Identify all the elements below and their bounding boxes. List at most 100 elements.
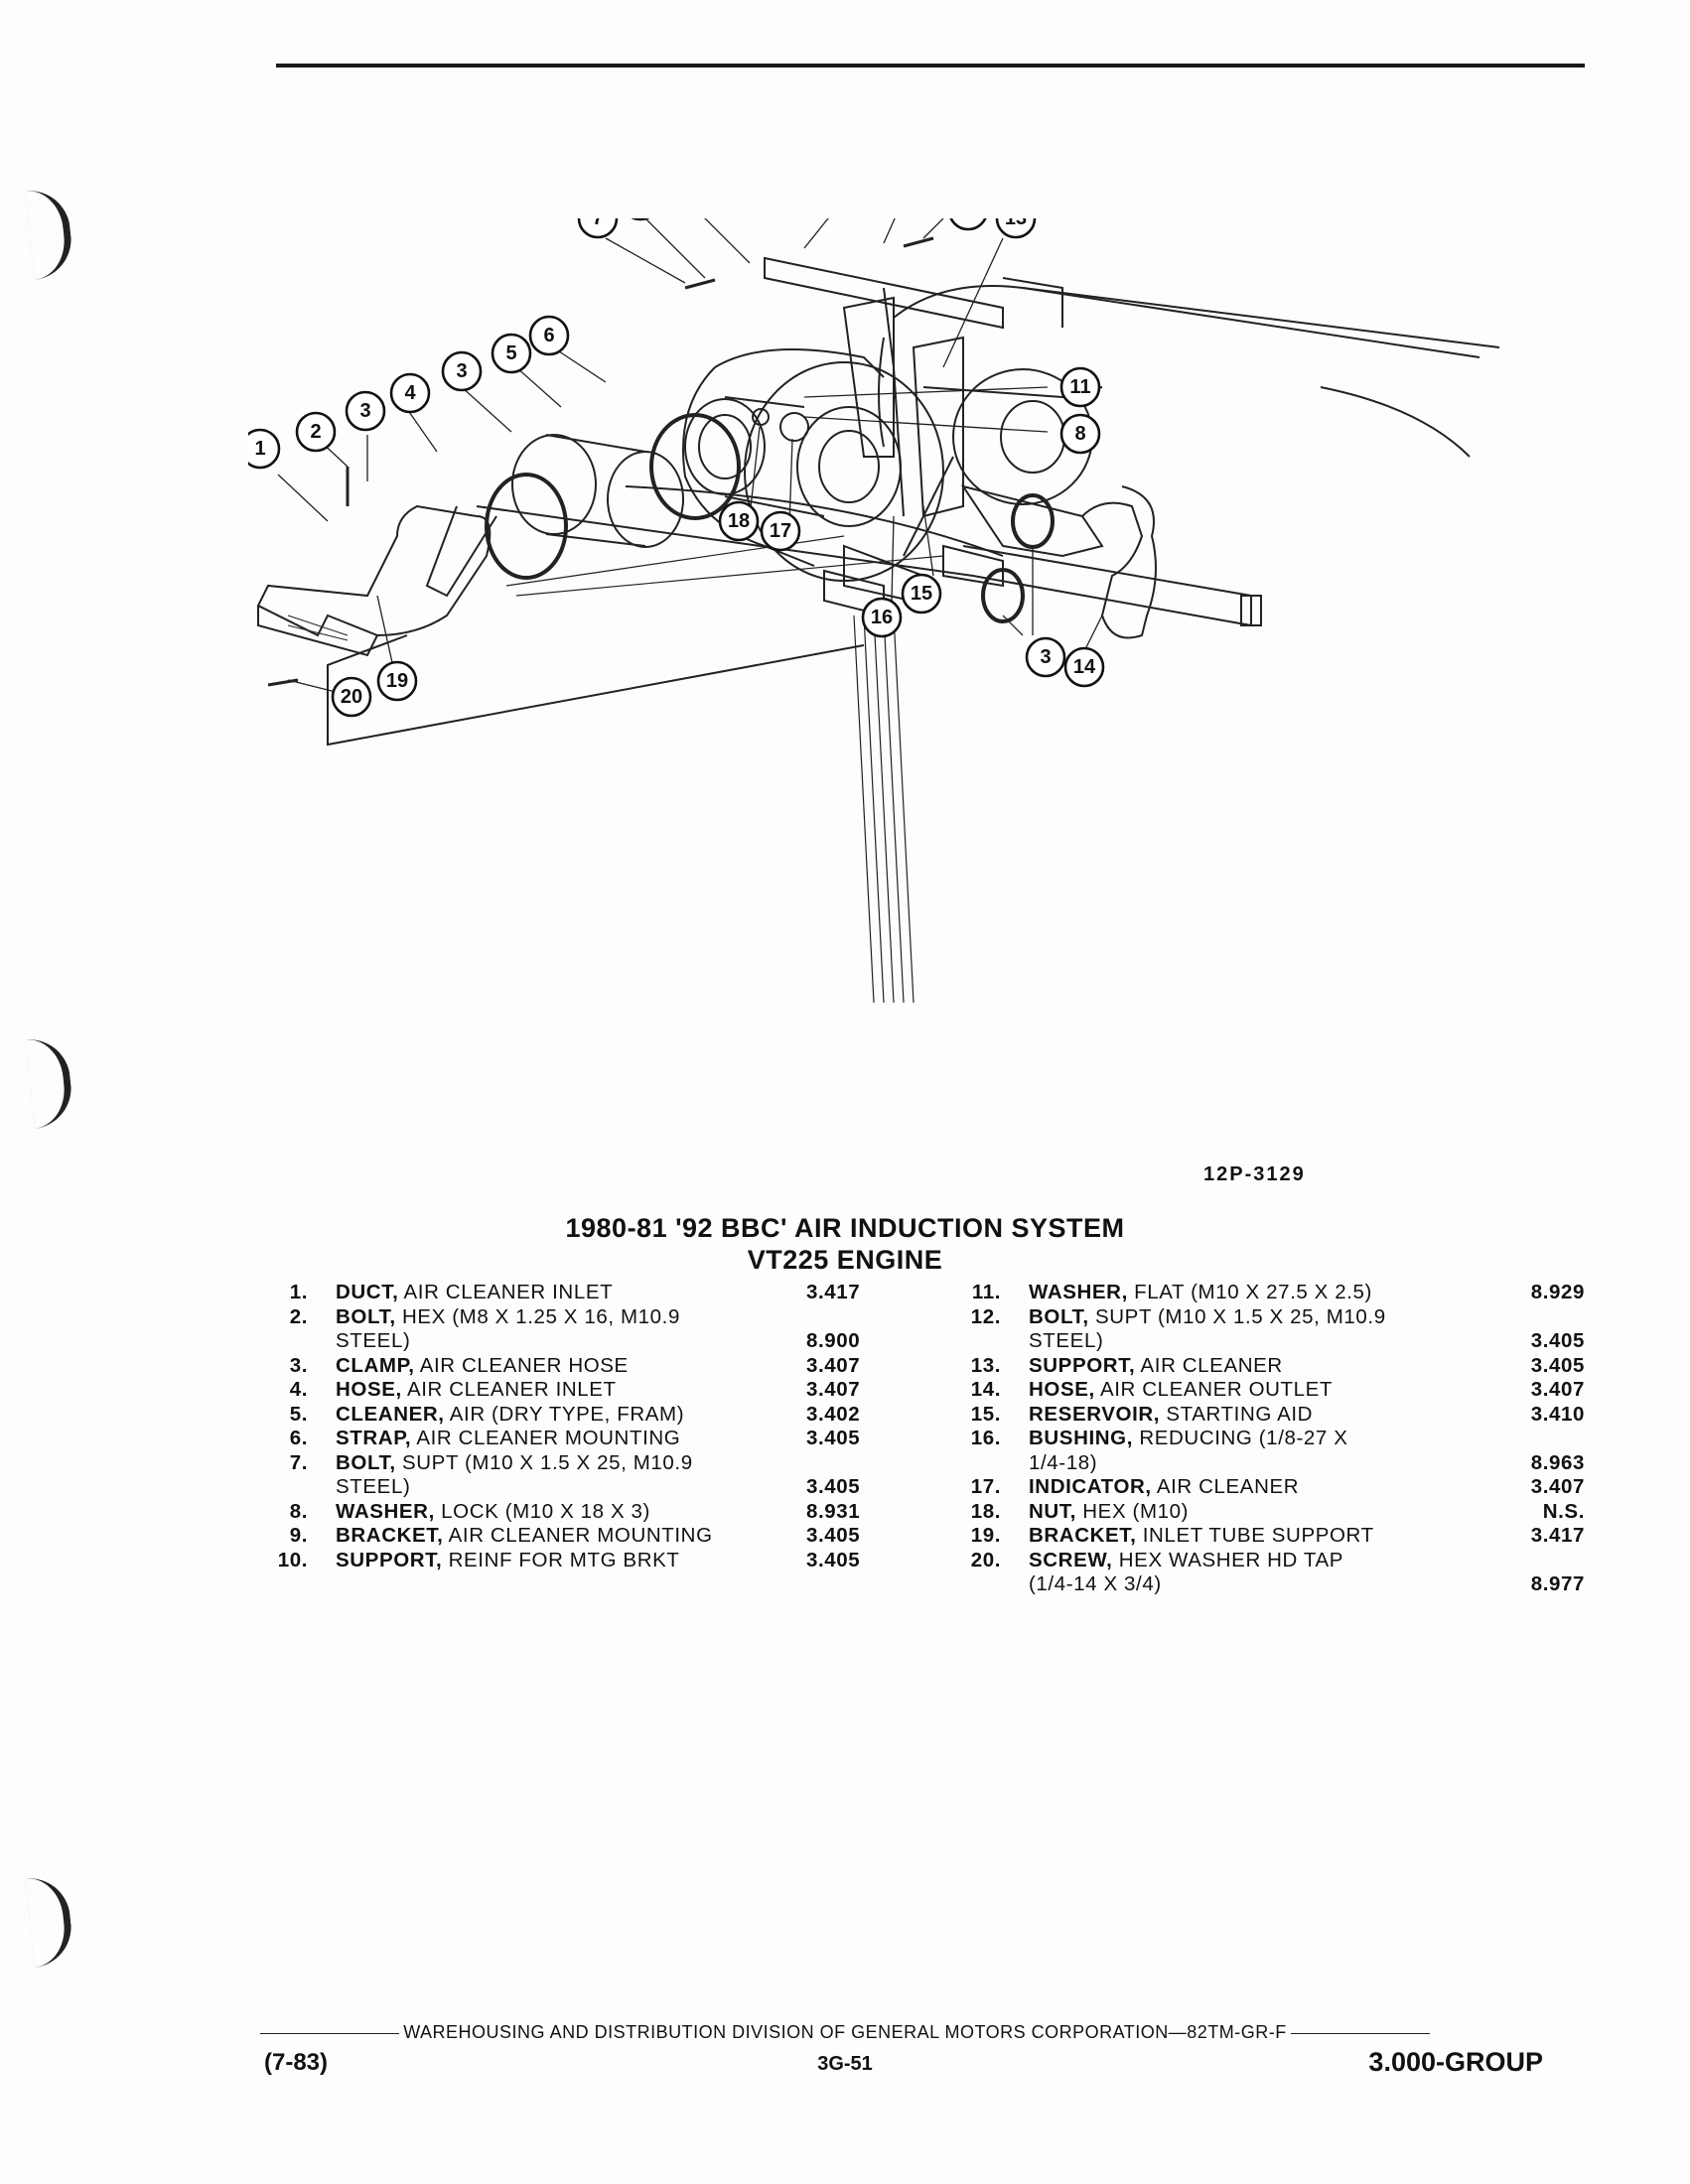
part-description: SUPPORT, AIR CLEANER: [1029, 1354, 1436, 1379]
group-number: 3.405: [806, 1475, 861, 1498]
callout-13: 13: [995, 218, 1037, 239]
part-detail: LOCK (M10 X 18 X 3): [441, 1499, 650, 1523]
part-detail: AIR CLEANER MOUNTING: [448, 1524, 713, 1547]
part-name: CLEANER,: [336, 1402, 445, 1426]
part-number: 17.: [970, 1475, 1001, 1498]
part-number: 6.: [289, 1427, 308, 1449]
part-name: RESERVOIR,: [1029, 1402, 1161, 1426]
group-number: 3.407: [1530, 1475, 1585, 1498]
svg-text:4: 4: [404, 382, 416, 404]
svg-text:14: 14: [1073, 656, 1096, 678]
group-number: 3.417: [1530, 1524, 1585, 1547]
part-number: 16.: [970, 1427, 1001, 1449]
part-detail-continued-text: STEEL): [336, 1329, 411, 1352]
svg-text:20: 20: [341, 686, 362, 708]
part-number: 15.: [970, 1402, 1001, 1426]
svg-text:18: 18: [728, 510, 750, 532]
part-description: SUPPORT, REINF FOR MTG BRKT: [336, 1549, 743, 1573]
part-detail-continued: 1/4-18): [1029, 1451, 1436, 1476]
part-name: BOLT,: [336, 1450, 396, 1474]
callout-3-left: 3: [345, 390, 386, 432]
part-description: STRAP, AIR CLEANER MOUNTING: [336, 1427, 743, 1451]
part-description: BOLT, SUPT (M10 X 1.5 X 25, M10.9: [1029, 1305, 1436, 1330]
svg-text:16: 16: [871, 607, 893, 628]
binder-hole-middle: [25, 1035, 75, 1129]
callout-11-right: 11: [1059, 366, 1101, 408]
callout-4: 4: [389, 372, 431, 414]
part-description: RESERVOIR, STARTING AID: [1029, 1403, 1436, 1428]
part-detail: AIR CLEANER INLET: [406, 1378, 617, 1401]
part-detail: HEX (M10): [1082, 1499, 1190, 1523]
part-detail: AIR CLEANER: [1156, 1475, 1300, 1498]
part-name: HOSE,: [1029, 1378, 1095, 1401]
figure-number: 12P-3129: [1203, 1163, 1306, 1185]
part-name: SUPPORT,: [336, 1548, 443, 1571]
part-name: CLAMP,: [336, 1353, 415, 1377]
callout-14: 14: [1063, 646, 1105, 688]
group-number: 3.405: [1530, 1353, 1585, 1377]
callout-2: 2: [295, 411, 337, 453]
part-description: BRACKET, AIR CLEANER MOUNTING: [336, 1524, 743, 1549]
part-name: BUSHING,: [1029, 1427, 1134, 1449]
part-detail: AIR CLEANER OUTLET: [1099, 1378, 1334, 1401]
part-number: 3.: [289, 1353, 308, 1377]
svg-text:2: 2: [310, 421, 321, 443]
page-title: 1980-81 '92 BBC' AIR INDUCTION SYSTEM: [565, 1213, 1125, 1243]
part-detail-continued: STEEL): [336, 1475, 743, 1500]
group-number: 3.405: [1530, 1329, 1585, 1352]
part-description: WASHER, LOCK (M10 X 18 X 3): [336, 1500, 743, 1525]
part-detail: AIR CLEANER: [1140, 1353, 1283, 1377]
part-description: CLAMP, AIR CLEANER HOSE: [336, 1354, 743, 1379]
footer-division: WAREHOUSING AND DISTRIBUTION DIVISION OF…: [0, 2022, 1690, 2043]
part-name: HOSE,: [336, 1378, 402, 1401]
parts-list-item: 18.NUT, HEX (M10)N.S.: [953, 1500, 1589, 1525]
part-number: 18.: [970, 1499, 1001, 1523]
callout-17: 17: [760, 510, 801, 552]
footer-group: 3.000-GROUP: [1368, 2047, 1543, 2077]
part-detail: INLET TUBE SUPPORT: [1142, 1524, 1374, 1547]
exploded-parts-diagram: 1 2 3 4 3 5 6 7 8 9 10 11 12 13 11 8 18 …: [248, 218, 1500, 1004]
group-number: 8.900: [806, 1329, 861, 1352]
parts-list-right: 11.WASHER, FLAT (M10 X 27.5 X 2.5)8.929 1…: [953, 1281, 1589, 1597]
svg-text:1: 1: [254, 438, 265, 460]
callout-1: 1: [248, 428, 281, 470]
callout-18: 18: [718, 500, 760, 542]
callout-3-right: 3: [1025, 636, 1066, 678]
parts-list-item: 11.WASHER, FLAT (M10 X 27.5 X 2.5)8.929: [953, 1281, 1589, 1305]
part-description: NUT, HEX (M10): [1029, 1500, 1436, 1525]
svg-text:7: 7: [592, 218, 603, 229]
part-detail: AIR CLEANER HOSE: [419, 1353, 629, 1377]
part-detail-continued: STEEL): [1029, 1329, 1436, 1354]
part-detail-continued-text: (1/4-14 X 3/4): [1029, 1572, 1162, 1595]
part-detail: SUPT (M10 X 1.5 X 25, M10.9: [402, 1450, 693, 1474]
part-name: BRACKET,: [1029, 1524, 1137, 1547]
part-description: HOSE, AIR CLEANER OUTLET: [1029, 1378, 1436, 1403]
part-detail: HEX WASHER HD TAP: [1118, 1548, 1344, 1571]
group-number: 3.405: [806, 1427, 861, 1449]
svg-text:12: 12: [957, 218, 979, 221]
callout-8-top: 8: [631, 218, 650, 221]
callout-3-middle: 3: [441, 350, 483, 392]
group-number: 3.405: [806, 1524, 861, 1547]
footer-date: (7-83): [264, 2049, 329, 2076]
group-number: 8.931: [806, 1499, 861, 1523]
binder-hole-bottom: [25, 1874, 75, 1968]
svg-text:8: 8: [1074, 423, 1085, 445]
callout-20: 20: [331, 676, 372, 718]
part-name: NUT,: [1029, 1499, 1076, 1523]
part-name: BOLT,: [336, 1304, 396, 1328]
part-name: SUPPORT,: [1029, 1353, 1136, 1377]
svg-text:3: 3: [359, 400, 370, 422]
group-number: 3.405: [806, 1548, 861, 1571]
part-detail-continued: (1/4-14 X 3/4): [1029, 1572, 1436, 1597]
group-number: 3.407: [806, 1378, 861, 1401]
part-name: DUCT,: [336, 1281, 399, 1303]
part-detail: AIR CLEANER MOUNTING: [416, 1427, 681, 1449]
footer-page-number: 3G-51: [817, 2053, 873, 2075]
